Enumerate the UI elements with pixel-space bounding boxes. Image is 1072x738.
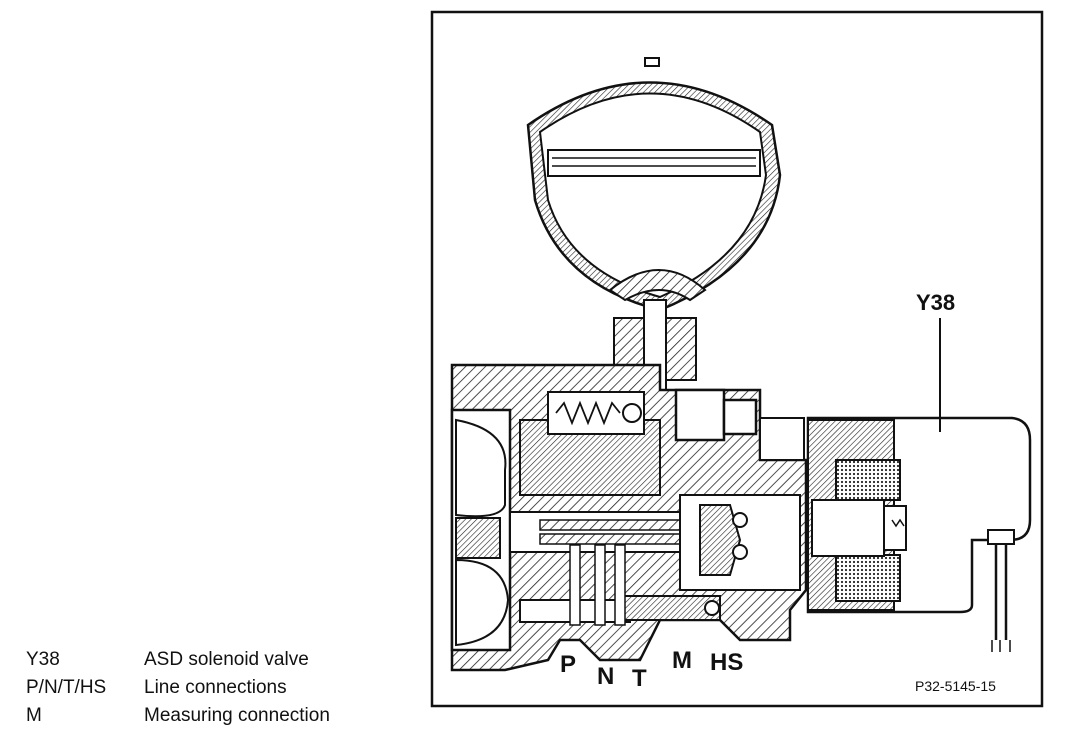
legend-code: Y38 <box>26 649 60 670</box>
port-label-n: N <box>597 663 614 690</box>
callout-label: Y38 <box>916 290 955 315</box>
legend-description: ASD solenoid valve <box>144 649 309 670</box>
solenoid-valve <box>806 416 1032 652</box>
legend-description: Measuring connection <box>144 705 330 726</box>
port-label-t: T <box>632 665 647 692</box>
valve-body <box>450 363 808 672</box>
port-label-p: P <box>560 651 576 678</box>
port-label-hs: HS <box>710 649 743 676</box>
port-label-m: M <box>672 647 692 674</box>
figure-reference: P32-5145-15 <box>915 678 996 694</box>
legend-code: M <box>26 705 42 726</box>
legend-description: Line connections <box>144 677 287 698</box>
legend-code: P/N/T/HS <box>26 677 107 698</box>
figure-frame <box>430 10 1044 708</box>
pressure-accumulator <box>526 57 782 391</box>
